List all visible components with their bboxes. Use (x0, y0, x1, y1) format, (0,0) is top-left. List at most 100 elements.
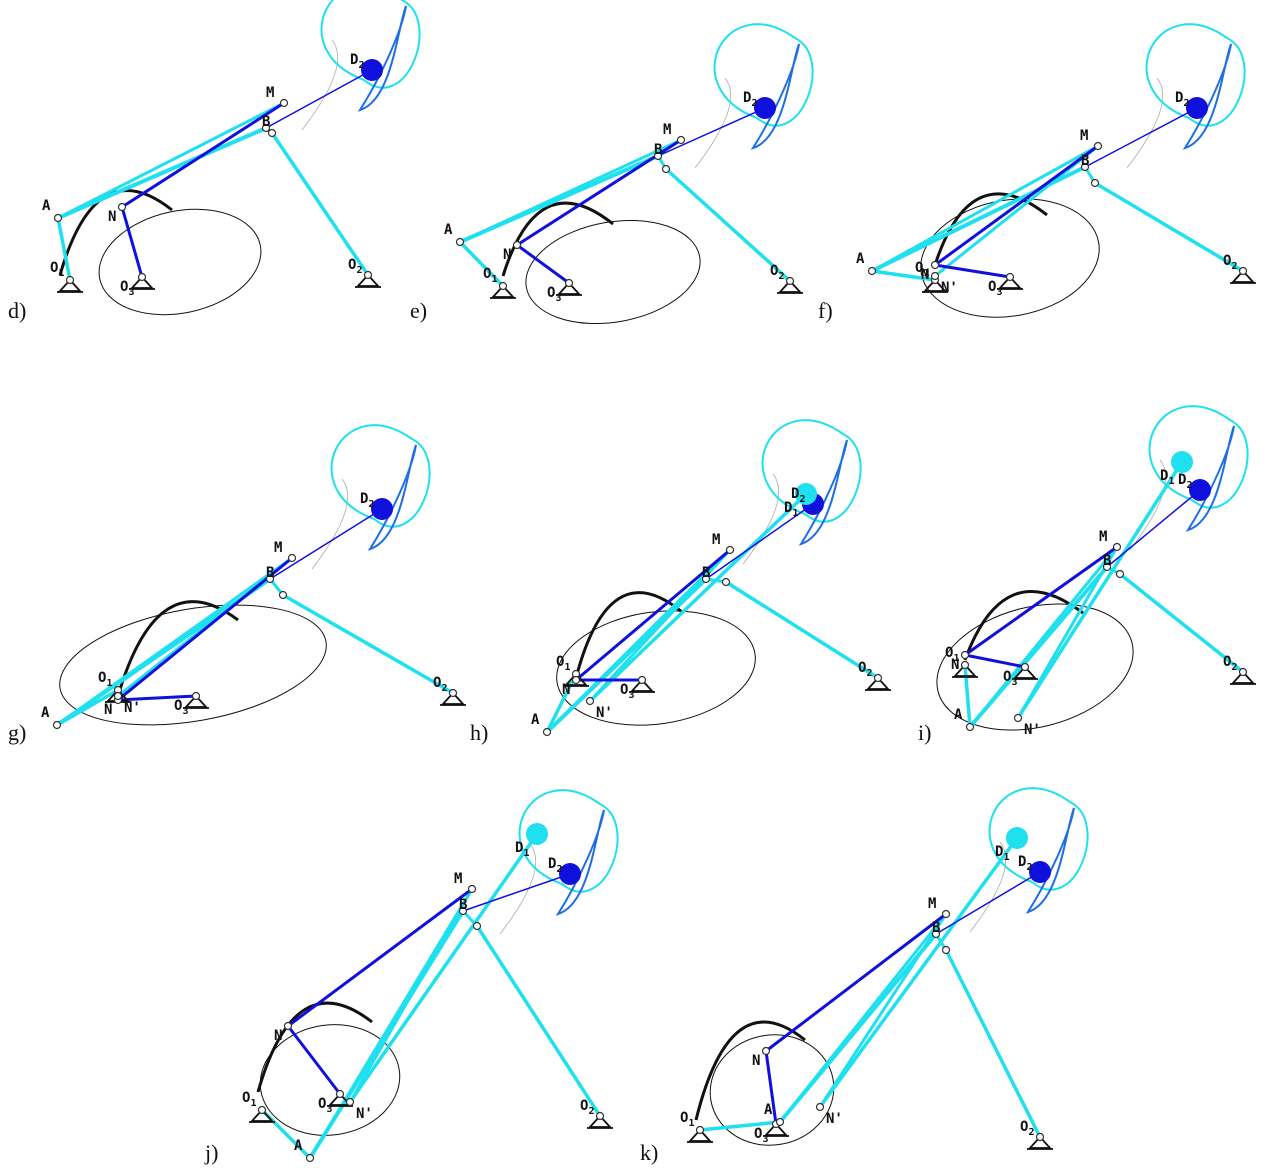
label-n-main: N (108, 209, 116, 225)
support-o3 (183, 694, 209, 708)
label-o2: O2 (770, 263, 784, 282)
coupler-point-d1 (1006, 827, 1028, 849)
panel-label: h) (470, 720, 488, 745)
label-b: B (654, 142, 662, 158)
joint (1093, 141, 1103, 151)
link-n-m (574, 548, 732, 682)
support-o3 (997, 275, 1023, 289)
label-b: B (459, 897, 467, 913)
label-n: N (562, 682, 570, 698)
label-m-main: M (266, 85, 274, 101)
label-n: N (503, 247, 511, 263)
joint (191, 691, 201, 701)
label-d1-sub: 1 (523, 848, 529, 859)
ellipse-path (59, 604, 327, 726)
label-o1: O1 (556, 654, 570, 673)
joint (721, 577, 731, 587)
label-o1: O1 (945, 645, 959, 664)
link-to-d1 (1016, 460, 1184, 720)
coupler-curve-cyan (988, 787, 1089, 891)
label-a: A (531, 712, 540, 728)
coupler-curve-cyan (330, 424, 431, 528)
link-n-o3 (764, 1049, 778, 1126)
label-d1-main: D (1160, 468, 1168, 484)
label-o1: O1 (50, 260, 64, 279)
joint (265, 574, 275, 584)
joint (278, 590, 288, 600)
joint (335, 1089, 345, 1099)
joint (931, 929, 941, 939)
label-d2: D2 (1175, 90, 1189, 109)
label-nprime-main: N' (826, 1111, 843, 1127)
label-m-main: M (712, 532, 720, 548)
joint (637, 675, 647, 685)
label-n: N (921, 267, 929, 283)
label-o2-sub: 2 (356, 265, 362, 276)
coupler-curve-cyan (1148, 405, 1249, 509)
support-o3 (629, 678, 655, 692)
label-o3-sub: 3 (996, 287, 1002, 298)
label-m-main: M (274, 540, 282, 556)
link-to-d1 (588, 492, 808, 703)
label-d2-main: D (791, 486, 799, 502)
label-o1: O1 (98, 670, 112, 689)
joint (1020, 662, 1030, 672)
label-a: A (856, 251, 865, 267)
coupler-curve-blue (367, 444, 417, 551)
label-b-main: B (702, 565, 710, 581)
panel-label: j) (204, 1140, 218, 1165)
link-n-m (286, 887, 474, 1028)
link-b-d2 (1084, 107, 1198, 168)
label-d1-sub: 1 (1168, 476, 1174, 487)
label-nprime: N' (124, 700, 141, 716)
label-a-main: A (41, 705, 50, 721)
support-o3 (327, 1092, 353, 1106)
coupler-curve-blue (357, 5, 407, 112)
joint (775, 1117, 785, 1127)
joint (113, 691, 123, 701)
link-n-m (515, 138, 683, 247)
label-d2: D2 (360, 491, 374, 510)
label-o3-sub: 3 (1011, 677, 1017, 688)
label-o3-main: O (318, 1096, 326, 1112)
label-m: M (712, 532, 720, 548)
coupler-curve-cyan (1145, 23, 1246, 127)
support-o2 (440, 691, 466, 705)
label-o2-main: O (433, 675, 441, 691)
coupler-curve-cyan (320, 0, 421, 89)
link-b-o2 (944, 948, 1042, 1139)
label-o1: O1 (680, 1110, 694, 1129)
ellipse-path (556, 610, 756, 726)
label-o1-main: O (98, 670, 106, 686)
label-d1-main: D (784, 500, 792, 516)
label-a-main: A (764, 1102, 773, 1118)
trace-curve (1126, 77, 1164, 169)
support-o2 (1230, 269, 1256, 283)
label-nprime-main: N' (596, 705, 613, 721)
label-o1: O1 (242, 1090, 256, 1109)
coupler-curve-blue (750, 43, 800, 150)
support-o2 (355, 273, 381, 287)
label-o1: O1 (915, 260, 929, 279)
joint (785, 276, 795, 286)
link-a-m (870, 144, 1100, 273)
label-n-main: N (274, 1028, 282, 1044)
label-nprime: N' (941, 280, 958, 296)
link-nprime-m (1016, 545, 1119, 720)
crank-arc (933, 192, 1048, 266)
label-m-main: M (1080, 128, 1088, 144)
label-b: B (262, 114, 270, 130)
link-b-o2 (1118, 572, 1245, 674)
joint (653, 151, 663, 161)
label-n-main: N (921, 267, 929, 283)
label-o2-main: O (770, 263, 778, 279)
label-m-main: M (928, 896, 936, 912)
support-o1 (563, 672, 589, 686)
panel-label: f) (818, 298, 833, 323)
label-o3-sub: 3 (128, 287, 134, 298)
joint (661, 164, 671, 174)
support-o1 (952, 663, 978, 677)
label-o2: O2 (1020, 1119, 1034, 1138)
label-nprime: N' (826, 1111, 843, 1127)
